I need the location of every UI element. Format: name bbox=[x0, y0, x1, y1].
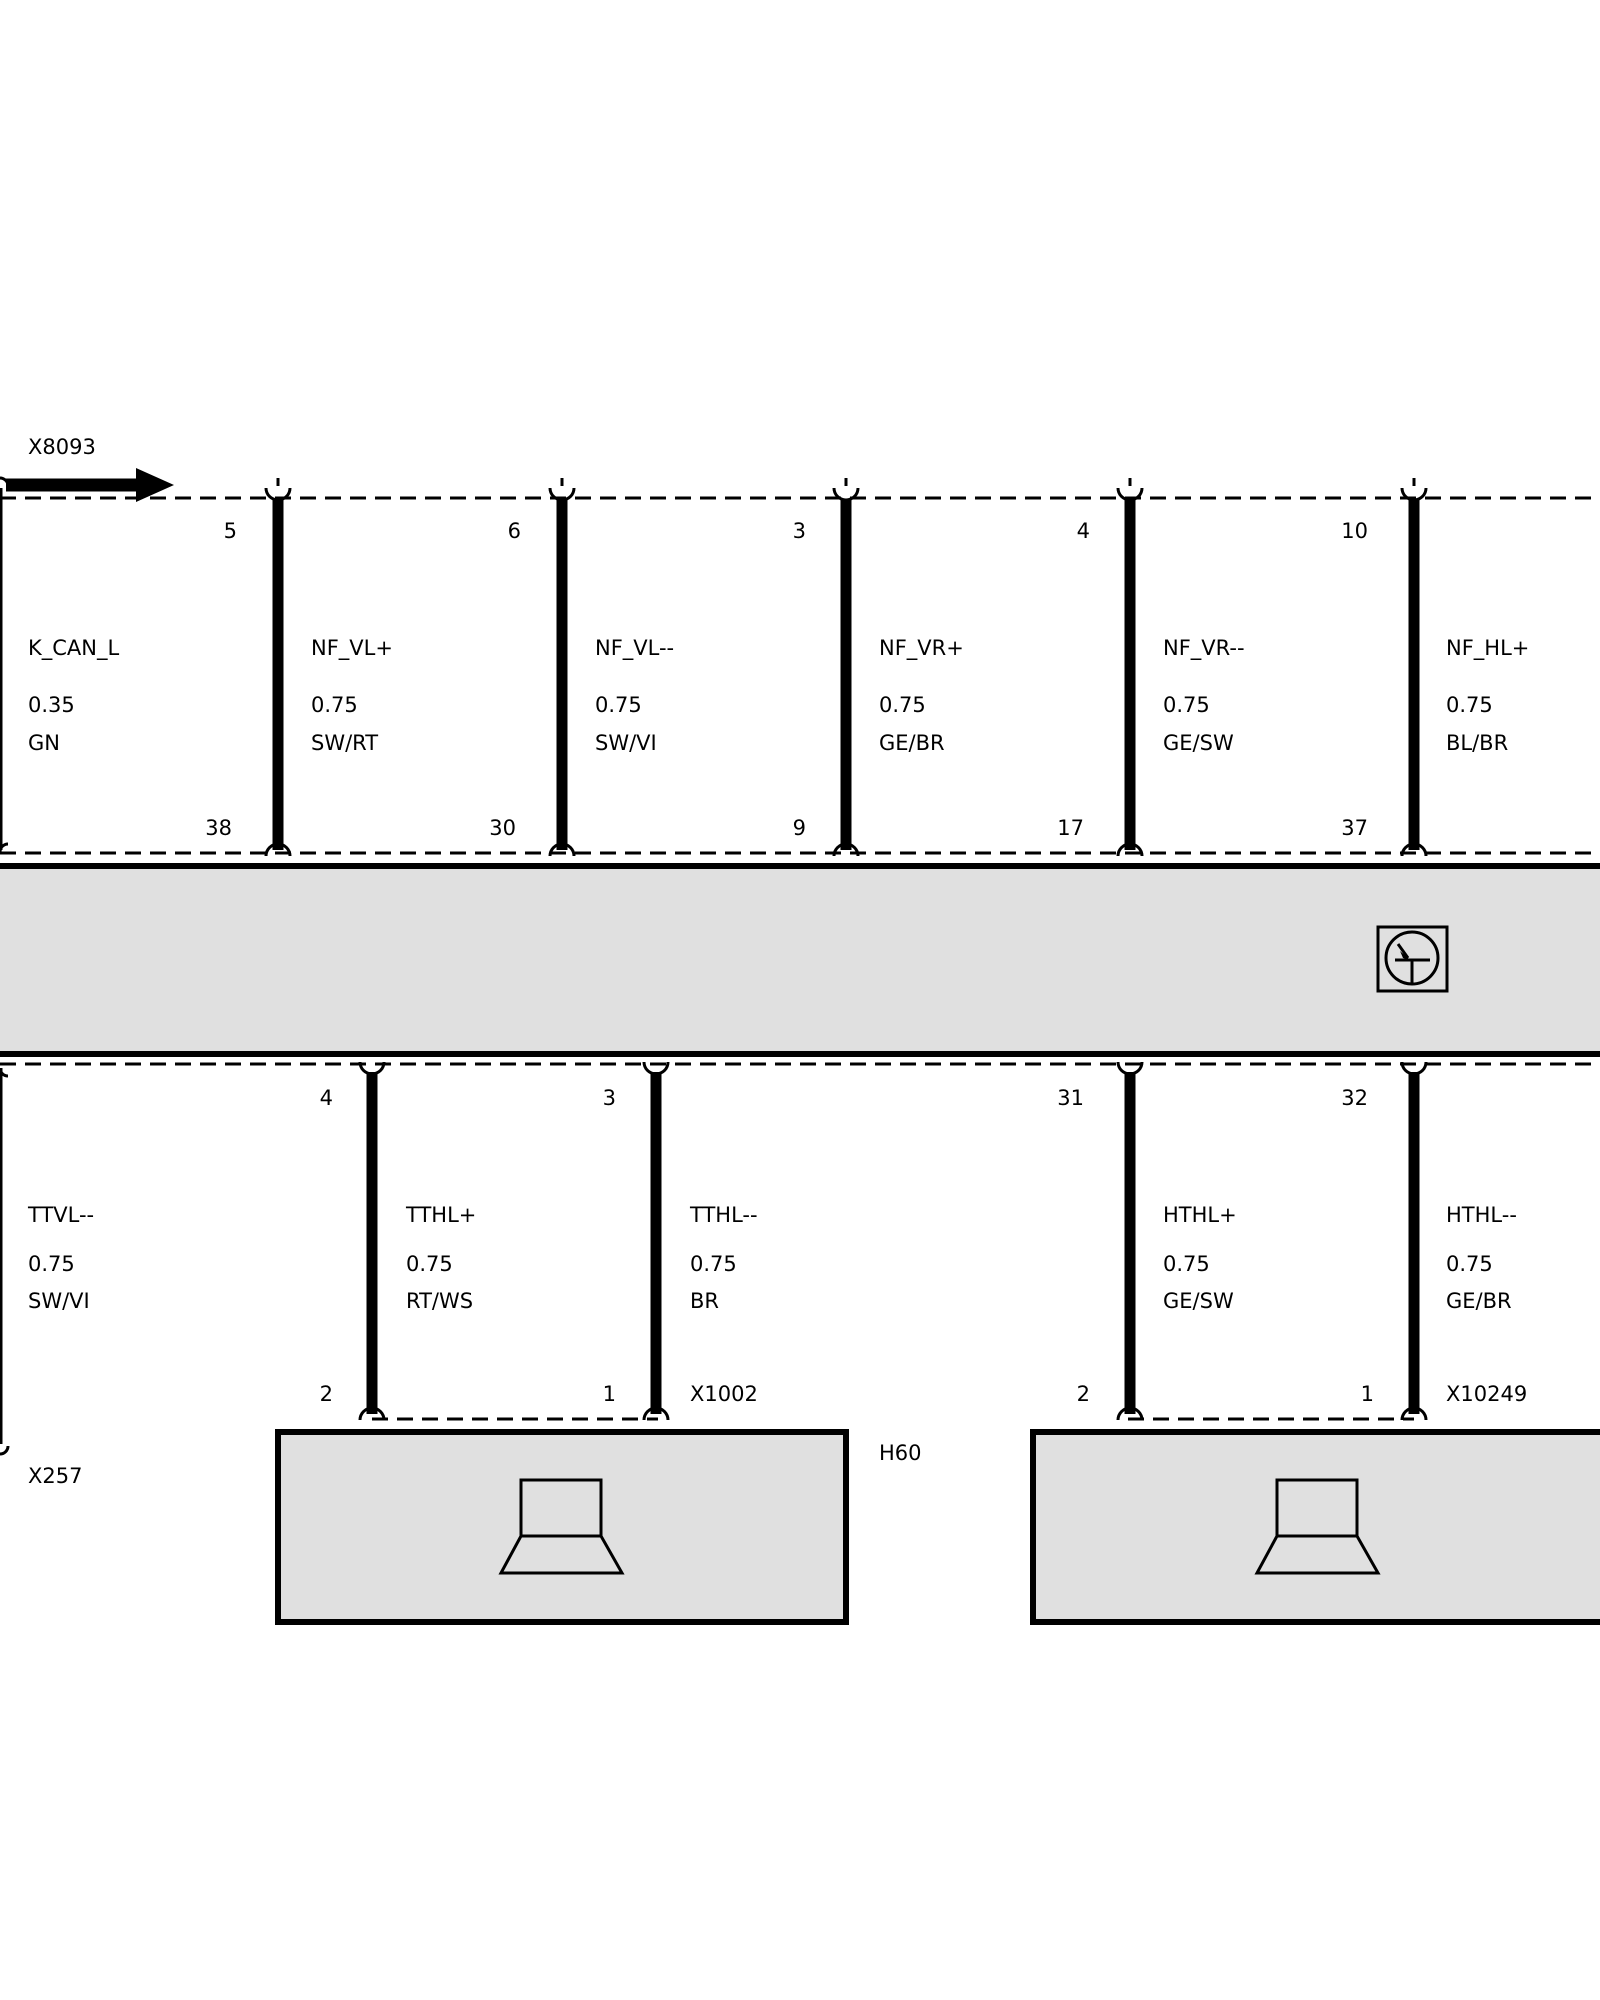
pin-top: 4 bbox=[320, 1086, 333, 1110]
signal-name: NF_VR+ bbox=[879, 636, 964, 661]
connector-label-speaker-left: X1002 bbox=[690, 1382, 758, 1406]
pin-bottom: 2 bbox=[1077, 1382, 1090, 1406]
signal-name: NF_VR-- bbox=[1163, 636, 1245, 661]
wire-gauge: 0.75 bbox=[1163, 693, 1210, 717]
control-module bbox=[0, 863, 1600, 1057]
wire-gauge: 0.75 bbox=[690, 1252, 737, 1276]
pin-top: 32 bbox=[1341, 1086, 1368, 1110]
pin-top: 4 bbox=[1077, 519, 1090, 543]
pin-bottom: 17 bbox=[1057, 816, 1084, 840]
signal-name: HTHL+ bbox=[1163, 1203, 1237, 1227]
pin-top: 31 bbox=[1057, 1086, 1084, 1110]
connector-label-bottom-left: X257 bbox=[28, 1464, 82, 1488]
signal-name: NF_HL+ bbox=[1446, 636, 1529, 661]
signal-name: K_CAN_L bbox=[28, 636, 120, 661]
wire-gauge: 0.75 bbox=[595, 693, 642, 717]
top-wires bbox=[272, 500, 1420, 850]
pin-top: 3 bbox=[603, 1086, 616, 1110]
wire-color: GE/BR bbox=[1446, 1289, 1512, 1313]
speaker-icon bbox=[498, 1478, 625, 1575]
signal-name: TTHL+ bbox=[405, 1203, 476, 1227]
bottom-wire-labels: TTVL-- 0.75 SW/VI 4 2 TTHL+ 0.75 RT/WS 3… bbox=[27, 1086, 1517, 1406]
top-pin-terminals bbox=[264, 478, 1428, 857]
pin-bottom: 1 bbox=[603, 1382, 616, 1406]
pin-top: 3 bbox=[793, 519, 806, 543]
signal-name: TTHL-- bbox=[689, 1203, 758, 1227]
signal-name: TTVL-- bbox=[27, 1203, 94, 1227]
signal-name: NF_VL+ bbox=[311, 636, 393, 661]
pin-terminal bbox=[0, 1445, 10, 1456]
component-label-h60: H60 bbox=[879, 1441, 922, 1465]
wire-color: BL/BR bbox=[1446, 731, 1508, 755]
wire-gauge: 0.75 bbox=[406, 1252, 453, 1276]
speaker-icon bbox=[1254, 1478, 1381, 1575]
wire-color: BR bbox=[690, 1289, 719, 1313]
speaker-right-box bbox=[1030, 1429, 1600, 1625]
connector-label-speaker-right: X10249 bbox=[1446, 1382, 1527, 1406]
wire-gauge: 0.35 bbox=[28, 693, 75, 717]
pin-bottom: 9 bbox=[793, 816, 806, 840]
wire-color: GE/SW bbox=[1163, 1289, 1234, 1313]
transistor-icon bbox=[1376, 925, 1449, 993]
wire-gauge: 0.75 bbox=[879, 693, 926, 717]
wire-gauge: 0.75 bbox=[1446, 1252, 1493, 1276]
pin-bottom: 2 bbox=[320, 1382, 333, 1406]
top-wire-labels: 38 K_CAN_L 0.35 GN 5 30 NF_VL+ 0.75 SW/R… bbox=[28, 519, 1529, 840]
pin-bottom: 30 bbox=[489, 816, 516, 840]
wire-color: GN bbox=[28, 731, 60, 755]
signal-name: HTHL-- bbox=[1446, 1203, 1517, 1227]
wire-gauge: 0.75 bbox=[1446, 693, 1493, 717]
wire-color: GE/BR bbox=[879, 731, 945, 755]
arrow-right-icon bbox=[6, 468, 174, 502]
pin-terminal bbox=[0, 842, 9, 853]
wire-color: SW/RT bbox=[311, 731, 378, 755]
pin-terminal bbox=[0, 1067, 9, 1078]
wire-color: RT/WS bbox=[406, 1289, 473, 1313]
wire-gauge: 0.75 bbox=[1163, 1252, 1210, 1276]
connector-label-top-left: X8093 bbox=[28, 435, 96, 459]
pin-terminal bbox=[0, 476, 10, 487]
wire-color: SW/VI bbox=[595, 731, 657, 755]
signal-name: NF_VL-- bbox=[595, 636, 674, 661]
pin-top: 10 bbox=[1341, 519, 1368, 543]
wire-gauge: 0.75 bbox=[311, 693, 358, 717]
wire-color: GE/SW bbox=[1163, 731, 1234, 755]
wire-gauge: 0.75 bbox=[28, 1252, 75, 1276]
pin-bottom: 38 bbox=[205, 816, 232, 840]
pin-top: 5 bbox=[224, 519, 237, 543]
pin-top: 6 bbox=[508, 519, 521, 543]
bottom-wires bbox=[366, 1072, 1420, 1414]
pin-bottom: 1 bbox=[1361, 1382, 1374, 1406]
pin-bottom: 37 bbox=[1341, 816, 1368, 840]
speaker-left-box bbox=[275, 1429, 849, 1625]
wire-color: SW/VI bbox=[28, 1289, 90, 1313]
bottom-pin-terminals bbox=[358, 1061, 1428, 1421]
